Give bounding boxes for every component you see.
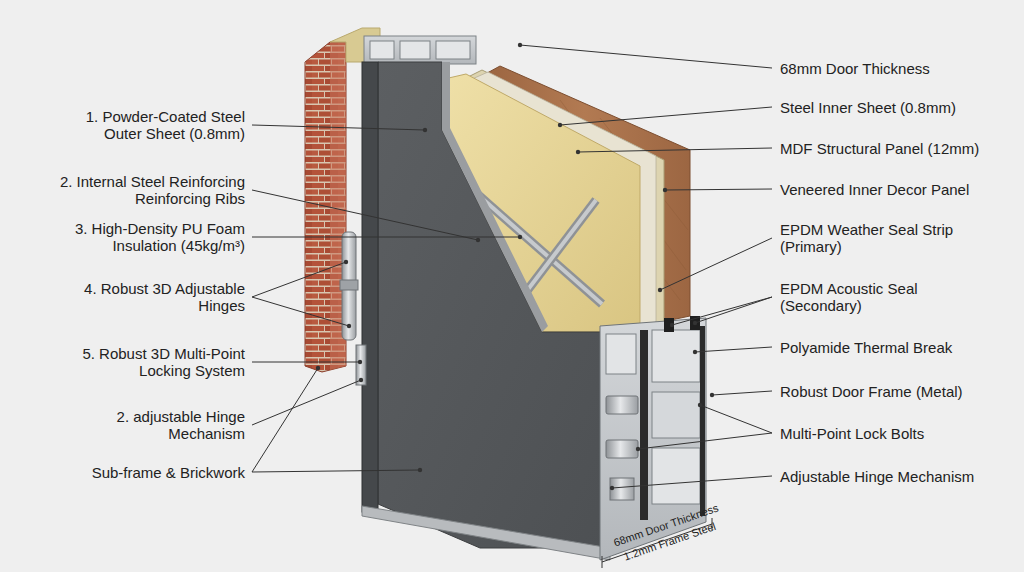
bottom-sill xyxy=(362,506,610,560)
leader-lines xyxy=(252,237,520,238)
leader-lines xyxy=(672,297,772,325)
door-frame-profile xyxy=(606,334,636,374)
door-frame-profile xyxy=(652,392,700,438)
part-label: 3. High-Density PU Foam Insulation (45kg… xyxy=(45,220,245,254)
dimension-line xyxy=(602,556,603,568)
top-frame-profile xyxy=(370,41,394,59)
leader-dots xyxy=(518,43,522,47)
door-frame-profile xyxy=(664,318,674,332)
outer-steel-sheet xyxy=(442,62,548,332)
leader-dots xyxy=(710,393,714,397)
leader-dots xyxy=(359,378,363,382)
leader-lines xyxy=(560,107,772,125)
door-frame-profile xyxy=(700,326,705,516)
leader-dots xyxy=(693,350,697,354)
leader-dots xyxy=(610,486,614,490)
leader-dots xyxy=(698,403,702,407)
leader-lines xyxy=(252,362,360,363)
leader-lines xyxy=(665,189,772,190)
outer-steel-sheet xyxy=(362,62,378,512)
leader-lines xyxy=(252,190,478,240)
leader-dots xyxy=(670,323,674,327)
leader-lines xyxy=(252,368,318,472)
lock-bolts xyxy=(606,440,638,458)
leader-dots xyxy=(316,366,320,370)
part-label: Steel Inner Sheet (0.8mm) xyxy=(780,99,956,116)
leader-dots xyxy=(358,360,362,364)
lock-bolts xyxy=(606,396,638,414)
outer-steel-sheet xyxy=(378,62,610,548)
part-label: 2. adjustable Hinge Mechanism xyxy=(85,408,245,442)
reinforcing-ribs xyxy=(520,200,596,300)
part-label: 2. Internal Steel Reinforcing Reinforcin… xyxy=(20,173,245,207)
part-label: Polyamide Thermal Break xyxy=(780,339,952,356)
lock-bolts xyxy=(606,396,638,500)
leader-lines xyxy=(252,125,425,130)
leader-dots xyxy=(344,260,348,264)
leader-lines xyxy=(252,470,420,472)
part-label: 68mm Door Thickness xyxy=(780,60,930,77)
leader-dots xyxy=(663,188,667,192)
door-frame-profile xyxy=(652,448,700,504)
top-frame-profile xyxy=(400,41,430,59)
leader-lines xyxy=(520,45,772,68)
hinge xyxy=(340,280,358,290)
door-frame-profile xyxy=(652,330,700,382)
part-label: Adjustable Hinge Mechanism xyxy=(780,468,974,485)
leader-lines xyxy=(712,391,772,395)
part-label: EPDM Acoustic Seal (Secondary) xyxy=(780,280,980,314)
leader-lines xyxy=(660,238,772,290)
top-frame-profile xyxy=(364,36,476,64)
leader-lines xyxy=(638,433,772,449)
leader-lines xyxy=(695,297,772,323)
reinforcing-ribs xyxy=(520,200,596,300)
leader-dots xyxy=(693,321,697,325)
leader-lines xyxy=(252,262,346,297)
leader-lines xyxy=(612,476,772,488)
leader-dots xyxy=(347,324,351,328)
leader-lines xyxy=(578,148,772,152)
top-frame-profile xyxy=(436,41,470,59)
leader-lines xyxy=(252,297,349,326)
part-label: EPDM Weather Seal Strip (Primary) xyxy=(780,221,995,255)
leader-lines xyxy=(700,405,772,433)
part-label: 4. Robust 3D Adjustable Hinges xyxy=(60,280,245,314)
part-label: Multi-Point Lock Bolts xyxy=(780,425,924,442)
outer-steel-sheet xyxy=(362,62,610,548)
leader-dots xyxy=(636,447,640,451)
leader-dots xyxy=(316,43,714,490)
leader-dots xyxy=(558,123,562,127)
part-label: 1. Powder-Coated Steel Outer Sheet (0.8m… xyxy=(55,108,245,142)
hinge xyxy=(356,345,366,385)
part-label: Veneered Inner Decor Panel xyxy=(780,181,969,198)
bottom-sill xyxy=(362,506,610,560)
leader-dots xyxy=(423,128,427,132)
leader-dots xyxy=(576,150,580,154)
leader-dots xyxy=(658,288,662,292)
part-label: Sub-frame & Brickwork xyxy=(92,464,245,481)
top-frame-profile xyxy=(364,36,476,64)
part-label: Robust Door Frame (Metal) xyxy=(780,383,963,400)
leader-dots xyxy=(518,235,522,239)
door-frame-profile xyxy=(640,330,648,520)
part-label: MDF Structural Panel (12mm) xyxy=(780,140,979,157)
leader-dots xyxy=(418,468,422,472)
leader-lines xyxy=(252,45,772,488)
part-label: 5. Robust 3D Multi-Point Locking System xyxy=(45,345,245,379)
lock-bolts xyxy=(610,478,634,500)
leader-dots xyxy=(476,238,480,242)
brick-wall xyxy=(305,42,346,372)
leader-lines xyxy=(695,347,772,352)
